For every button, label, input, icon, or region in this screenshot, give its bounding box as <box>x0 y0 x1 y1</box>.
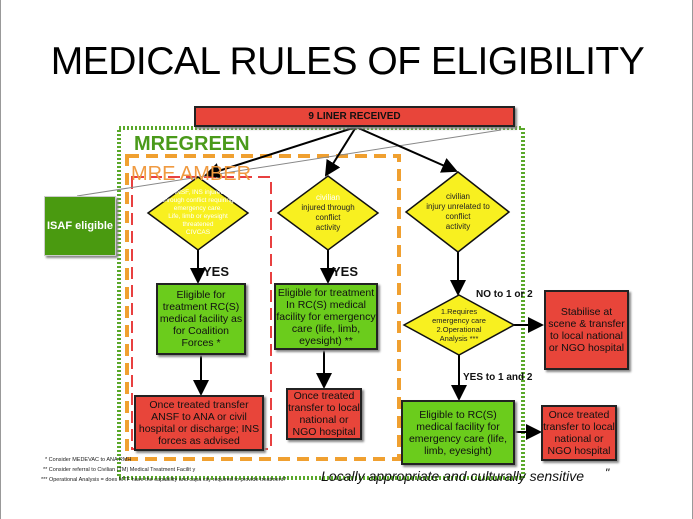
decision-line: Life, limb or eyesight <box>168 213 228 220</box>
decision-line: through conflict requiring <box>162 197 234 204</box>
decision-line: 1.Requires <box>440 307 478 316</box>
eligible-rcs-box: Eligible to RC(S) medical facility for e… <box>401 400 515 465</box>
closing-quote: " <box>605 466 610 480</box>
decision-line: activity <box>445 222 471 231</box>
footnote-2: ** Consider referral to Civilian (TM) Me… <box>43 467 196 473</box>
decision-line: conflict <box>315 213 341 222</box>
tagline: Locally appropriate and culturally sensi… <box>321 468 585 484</box>
decision-line: emergency care. <box>173 205 223 212</box>
decision-diamond-4 <box>402 294 516 356</box>
nine-liner-received-box: 9 LINER RECEIVED <box>194 106 515 127</box>
footnote-3: *** Operational Analysis = does MTF have… <box>41 477 287 483</box>
decision-line: injured through <box>301 203 355 212</box>
decision-diamond-1 <box>146 176 250 251</box>
mre-green-zone <box>117 126 525 480</box>
footnote-1: * Consider MEDEVAC to ANA RMH <box>45 457 132 463</box>
eligible-coalition-box: Eligible for treatment RC(S) medical fac… <box>156 283 246 355</box>
decision-line: emergency care <box>432 316 486 325</box>
decision-line: CIVCAS <box>185 229 211 236</box>
decision-line: civilian <box>445 192 470 201</box>
transfer-local-box-2: Once treated transfer to local national … <box>541 405 617 461</box>
decision-line: injury unrelated to <box>426 202 490 211</box>
yes-label-1: YES <box>203 264 230 279</box>
stabilise-transfer-box: Stabilise at scene & transfer to local n… <box>544 290 629 370</box>
transfer-local-box-1: Once treated transfer to local national … <box>286 388 362 440</box>
decision-line: Analysis *** <box>439 334 479 343</box>
red-dashed-zone <box>131 176 272 450</box>
isaf-eligible-box: ISAF eligible <box>44 196 116 256</box>
eligible-emergency-box: Eligible for treatment In RC(S) medical … <box>274 283 378 350</box>
transfer-ansf-box: Once treated transfer ANSF to ANA or civ… <box>134 395 264 451</box>
mre-green-label: MREGREEN <box>134 133 250 155</box>
decision-line: conflict <box>445 212 471 221</box>
decision-line: civilian <box>315 193 340 202</box>
decision-line: activity <box>315 223 341 232</box>
decision-diamond-3 <box>404 171 511 253</box>
no-to-1-or-2-label: NO to 1 or 2 <box>476 289 533 300</box>
decision-line: threatened <box>182 221 214 228</box>
yes-label-2: YES <box>332 264 359 279</box>
decision-diamond-2 <box>276 175 380 251</box>
yes-to-1-and-2-label: YES to 1 and 2 <box>463 372 533 383</box>
decision-line: 2.Operational <box>436 325 482 334</box>
page-title: MEDICAL RULES OF ELIGIBILITY <box>50 40 645 83</box>
mre-amber-label: MRE AMBER <box>131 163 252 185</box>
decision-line: ANSF, INS injured <box>171 189 225 196</box>
isaf-connector <box>76 129 502 197</box>
